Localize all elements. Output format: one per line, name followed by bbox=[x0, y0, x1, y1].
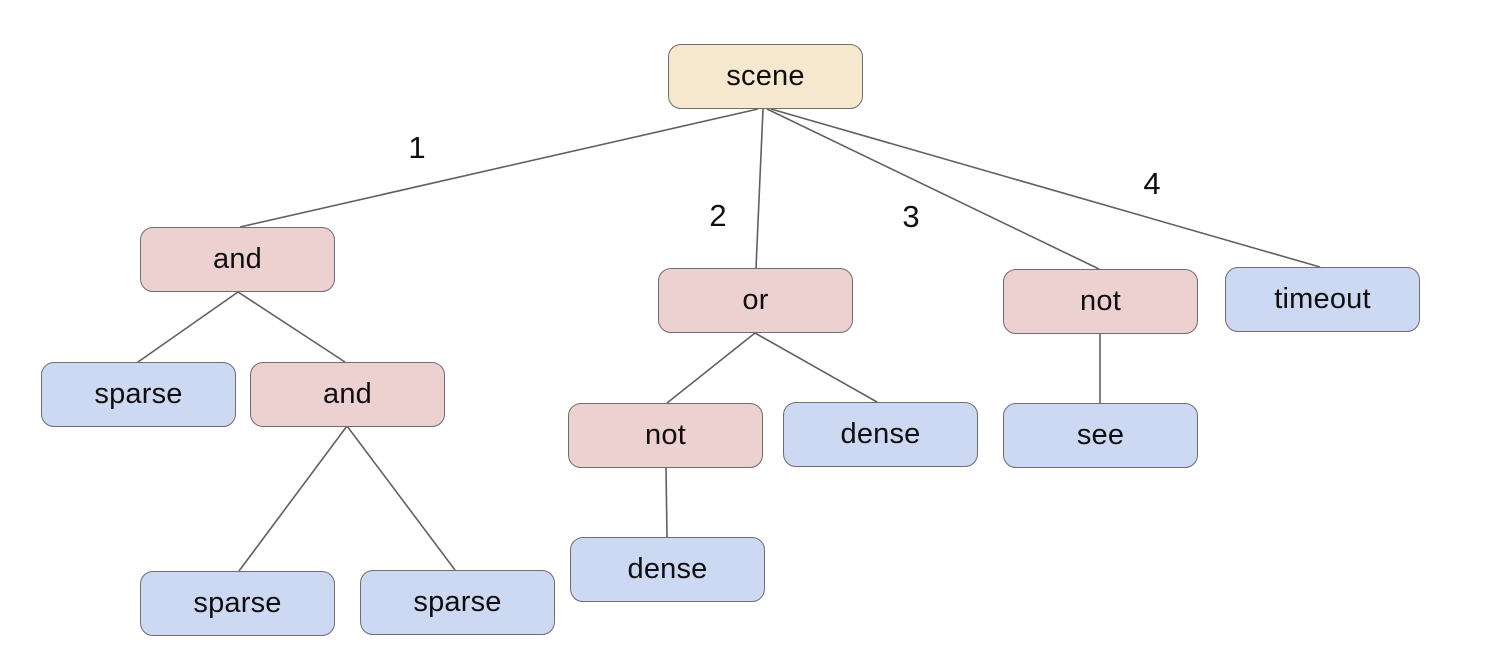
node-or: or bbox=[658, 268, 853, 333]
edge-and1-and2 bbox=[237, 291, 346, 363]
edge-scene-not1 bbox=[766, 108, 1100, 270]
node-sparse-1: sparse bbox=[41, 362, 236, 427]
node-see: see bbox=[1003, 403, 1198, 468]
node-dense-2: dense bbox=[570, 537, 765, 602]
node-not-1: not bbox=[1003, 269, 1198, 334]
edge-label-4: 4 bbox=[1143, 166, 1161, 201]
node-dense-1: dense bbox=[783, 402, 978, 467]
edge-label-3: 3 bbox=[902, 199, 920, 234]
node-scene: scene bbox=[668, 44, 863, 109]
edge-or-not2 bbox=[666, 332, 756, 404]
edge-label-1: 1 bbox=[408, 130, 426, 165]
edge-or-dense1 bbox=[754, 332, 878, 403]
edge-scene-and1 bbox=[239, 108, 759, 228]
edge-label-2: 2 bbox=[709, 198, 727, 233]
node-timeout: timeout bbox=[1225, 267, 1420, 332]
node-not-2: not bbox=[568, 403, 763, 468]
node-and-2: and bbox=[250, 362, 445, 427]
edge-and2-sparse3 bbox=[346, 425, 456, 571]
edge-scene-or bbox=[755, 108, 764, 269]
node-sparse-2: sparse bbox=[140, 571, 335, 636]
node-sparse-3: sparse bbox=[360, 570, 555, 635]
edge-scene-timeout bbox=[770, 108, 1321, 268]
edge-and2-sparse2 bbox=[238, 425, 348, 572]
node-and-1: and bbox=[140, 227, 335, 292]
edge-and1-sparse1 bbox=[137, 291, 239, 363]
edge-not2-dense2 bbox=[665, 467, 668, 538]
